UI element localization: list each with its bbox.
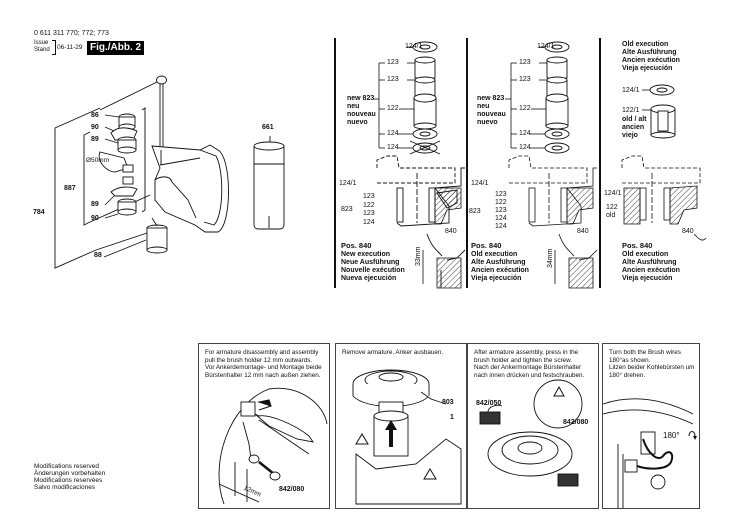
modifications-reserved-notice: Modifications reserved Änderungen vorbeh… xyxy=(34,463,106,491)
issue-label: Issue xyxy=(34,40,49,46)
section-823-stack: 123 122 123 124 124 xyxy=(495,191,507,230)
instruction-box-press-brush-holder: After armature assembly, press in the br… xyxy=(467,343,599,509)
part-124: 124 xyxy=(519,144,531,151)
section-label-823: 823 xyxy=(341,206,353,213)
panel-old-execution: Old execution Alte Ausführung Ancien exé… xyxy=(602,38,730,288)
part-123: 123 xyxy=(387,76,399,83)
instruction-box-remove-armature: Remove armature. Anker ausbauen. 803 1 xyxy=(335,343,467,509)
panel-new-823-old-840: 124/1 123 123 122 124 124 new 823 neu no… xyxy=(469,38,598,289)
divider xyxy=(334,38,336,288)
old-execution-drawing xyxy=(621,84,707,241)
pos-840-desc: New execution Neue Ausführung Nouvelle e… xyxy=(341,251,405,282)
label-784: 784 xyxy=(33,209,45,216)
instruction-text: Turn both the Brush wires 180°as shown. … xyxy=(609,349,695,379)
divider xyxy=(466,38,468,288)
part-803: 803 xyxy=(442,399,454,406)
part-123: 123 xyxy=(519,59,531,66)
pos-840-desc: Old execution Alte Ausführung Ancien exé… xyxy=(471,251,529,282)
section-label-840: 840 xyxy=(577,228,589,235)
part-842-050: 842/050 xyxy=(476,400,502,407)
brush-holder-pull-drawing xyxy=(218,387,328,505)
issue-bracket xyxy=(52,40,56,55)
dimension-34mm: 34mm xyxy=(547,248,554,268)
part-124-1: 124/1 xyxy=(405,43,423,50)
label-86: 86 xyxy=(91,112,99,119)
remove-armature-drawing xyxy=(352,369,462,505)
part-124-1: 124/1 xyxy=(537,43,555,50)
issue-date: 06-11-29 xyxy=(57,44,83,51)
section-label-124-1: 124/1 xyxy=(471,180,489,187)
part-numbers: 0 611 311 770; 772; 773 xyxy=(34,30,109,37)
part-124: 124 xyxy=(519,130,531,137)
part-124-1: 124/1 xyxy=(622,87,640,94)
label-90-lower: 90 xyxy=(91,215,99,222)
part-842-080: 842/080 xyxy=(563,419,589,426)
rotation-180-label: 180° xyxy=(663,431,680,440)
part-842-080: 842/080 xyxy=(279,486,305,493)
part-122: 122 xyxy=(387,105,399,112)
instruction-text: After armature assembly, press in the br… xyxy=(474,349,585,379)
divider xyxy=(599,38,601,288)
instruction-box-turn-wires: Turn both the Brush wires 180°as shown. … xyxy=(602,343,700,509)
instruction-text: For armature disassembly and assembly pu… xyxy=(205,349,322,379)
section-label-840: 840 xyxy=(445,228,457,235)
new-823-label: new 823 neu nouveau nuevo xyxy=(477,95,506,126)
figure-label: Fig./Abb. 2 xyxy=(87,41,145,55)
instruction-text: Remove armature. Anker ausbauen. xyxy=(342,349,444,356)
label-90: 90 xyxy=(91,124,99,131)
label-89: 89 xyxy=(91,136,99,143)
part-123: 123 xyxy=(519,76,531,83)
pos-840-title: Pos. 840 xyxy=(471,241,502,250)
new-823-exploded-drawing xyxy=(373,41,466,289)
section-label-124-1: 124/1 xyxy=(339,180,357,187)
instruction-box-brush-holder: For armature disassembly and assembly pu… xyxy=(198,343,330,509)
label-887: 887 xyxy=(64,185,76,192)
panel-new-execution: 124/1 123 123 122 124 124 new 823 neu no… xyxy=(337,38,466,289)
new-823-old-840-drawing xyxy=(505,41,598,289)
old-label: old / alt ancien viejo xyxy=(622,116,647,139)
part-122: 122 xyxy=(519,105,531,112)
label-88: 88 xyxy=(94,252,102,259)
old-execution-title: Old execution Alte Ausführung Ancien exé… xyxy=(622,41,680,72)
label-661: 661 xyxy=(262,124,274,131)
pos-840-title: Pos. 840 xyxy=(341,241,372,250)
part-124: 124 xyxy=(387,130,399,137)
cartridge-drawing xyxy=(253,136,285,230)
label-89-lower: 89 xyxy=(91,201,99,208)
section-label-840: 840 xyxy=(682,228,694,235)
stand-label: Stand xyxy=(34,47,50,53)
new-823-label: new 823 neu nouveau nuevo xyxy=(347,95,376,126)
dimension-33mm: 33mm xyxy=(415,246,422,266)
section-label-124-1: 124/1 xyxy=(604,190,622,197)
label-diameter: Ø50mm xyxy=(86,157,110,164)
press-brush-holder-drawing xyxy=(479,379,583,487)
part-124: 124 xyxy=(387,144,399,151)
part-1: 1 xyxy=(450,414,454,421)
pos-840-desc: Old execution Alte Ausführung Ancien exé… xyxy=(622,251,680,282)
section-823-stack: 123 122 123 124 xyxy=(363,193,375,226)
part-122-1: 122/1 xyxy=(622,107,640,114)
part-123: 123 xyxy=(387,59,399,66)
pos-840-title: Pos. 840 xyxy=(622,241,653,250)
issue-stand-label: Issue Stand xyxy=(34,40,50,54)
section-label-122: 122 xyxy=(606,204,618,211)
section-label-old: old xyxy=(606,212,616,219)
turn-wires-drawing xyxy=(602,398,697,508)
section-label-823: 823 xyxy=(469,208,481,215)
handle-assembly-drawing xyxy=(54,75,229,269)
